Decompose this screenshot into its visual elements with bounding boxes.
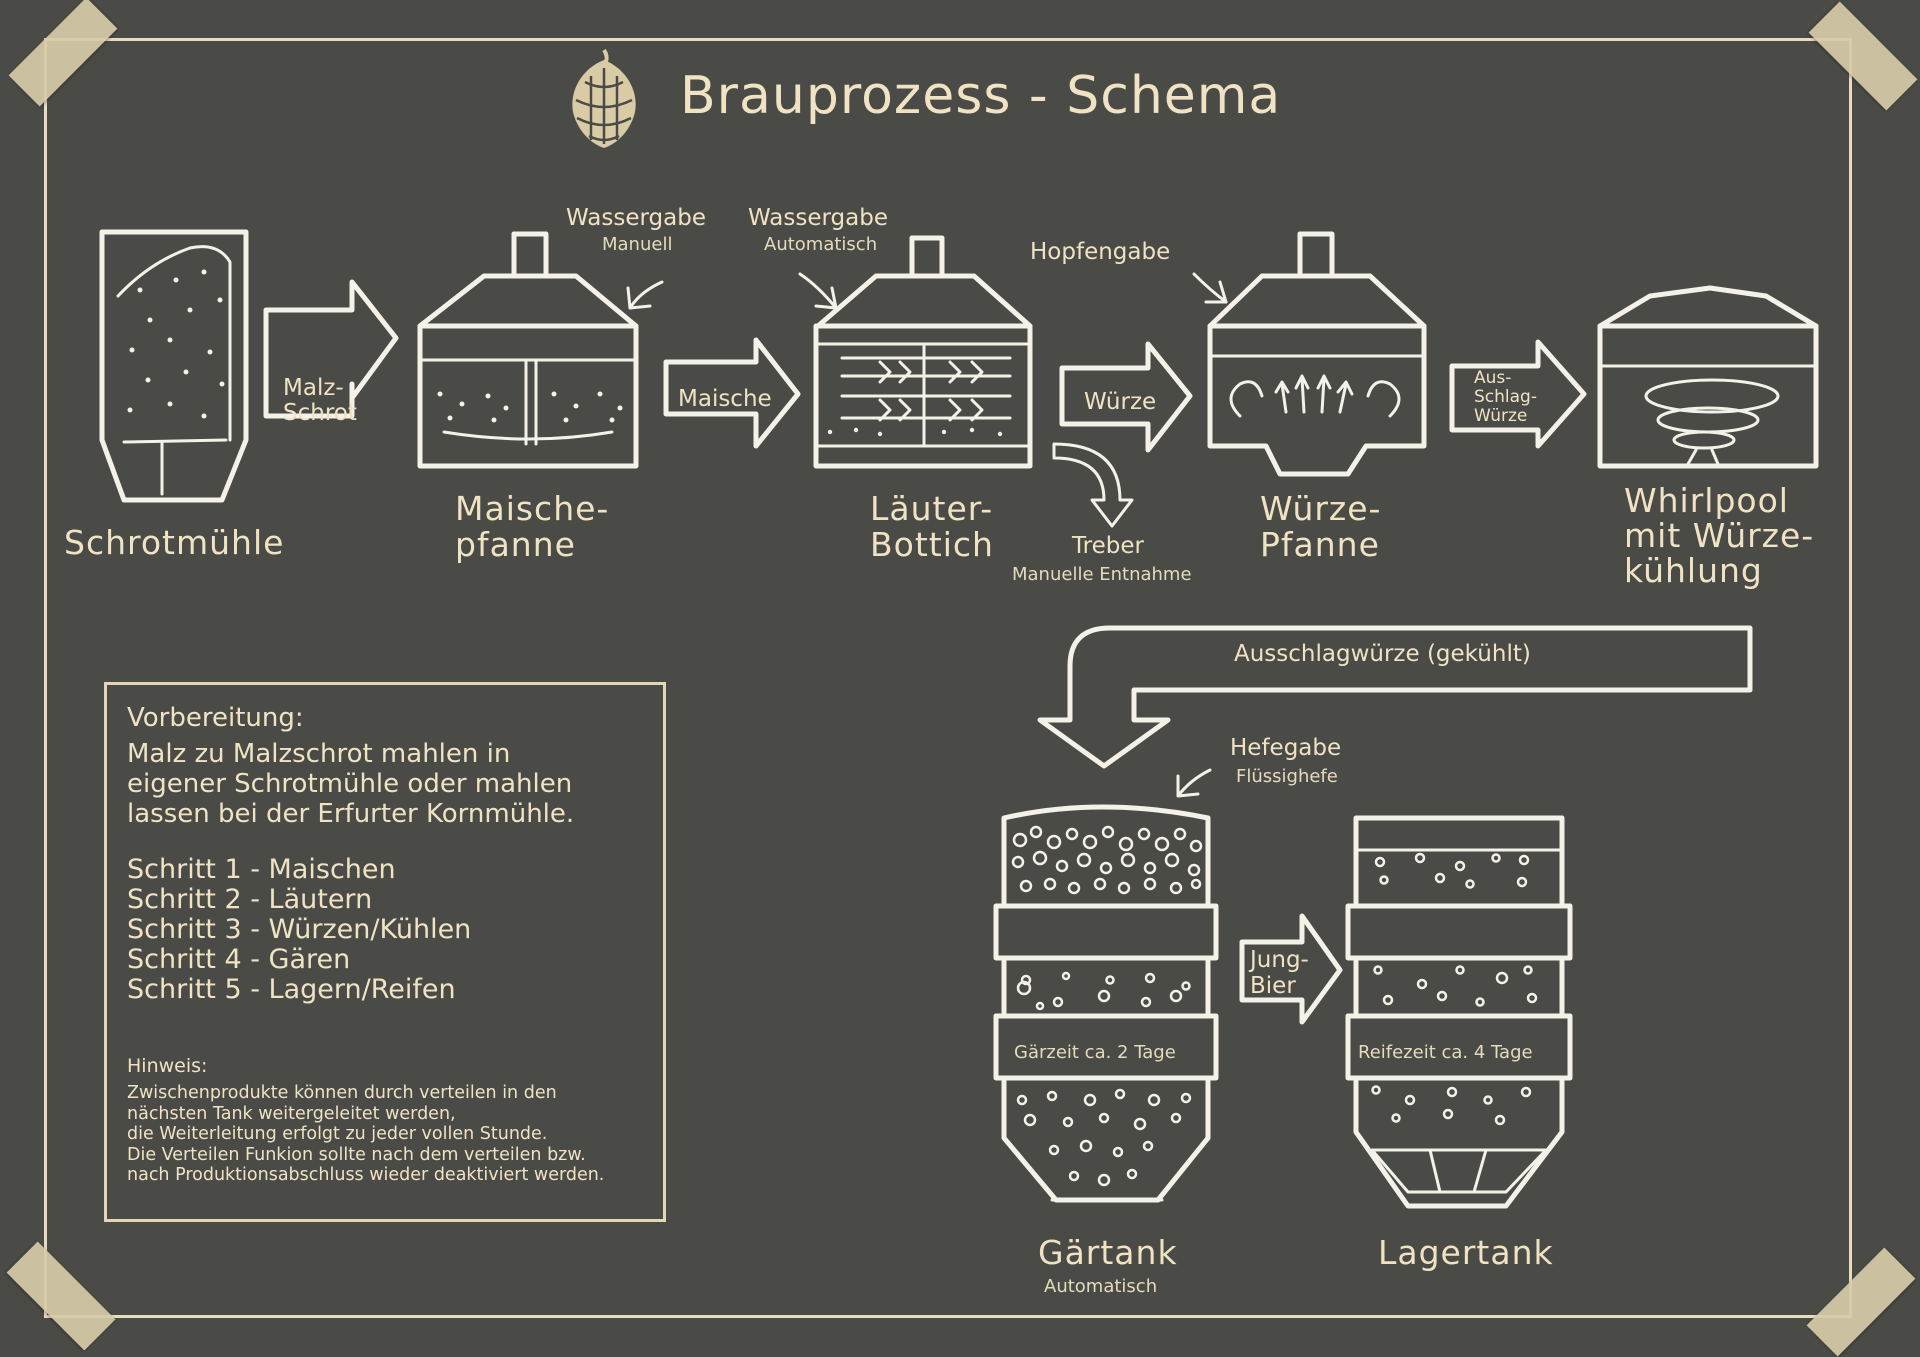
arrow-maische — [663, 337, 801, 449]
step-2: Schritt 2 - Läutern — [127, 884, 373, 915]
arrow-ausschlagwuerze-gekuehlt — [1037, 625, 1753, 769]
arrow-label-schlag: Schlag- — [1474, 387, 1537, 407]
annot-wassergabe-auto: Wassergabe — [748, 205, 888, 231]
step-5: Schritt 5 - Lagern/Reifen — [127, 974, 456, 1005]
arrow-hefegabe — [1176, 768, 1212, 798]
annot-wassergabe-manuell-sub: Manuell — [602, 234, 673, 255]
note-heading: Hinweis: — [127, 1055, 208, 1077]
laeuterbottich-sketch — [813, 235, 1033, 469]
annot-reifezeit: Reifezeit ca. 4 Tage — [1358, 1042, 1533, 1063]
page-title: Brauprozess - Schema — [680, 66, 1282, 126]
note-line-3: die Weiterleitung erfolgt zu jeder volle… — [127, 1124, 548, 1144]
preparation-box: Vorbereitung: Malz zu Malzschrot mahlen … — [104, 682, 666, 1222]
arrow-label-malz: Malz- — [283, 375, 344, 401]
gaertank-sketch — [993, 804, 1219, 1203]
lagertank-sketch — [1345, 815, 1573, 1209]
arrow-treber — [1052, 442, 1134, 528]
label-whirlpool-3: kühlung — [1624, 551, 1763, 590]
note-line-4: Die Verteilen Funkion sollte nach dem ve… — [127, 1144, 586, 1165]
wuerzepfanne-sketch — [1207, 231, 1427, 477]
annot-treber-sub: Manuelle Entnahme — [1012, 564, 1192, 585]
hop-cone-icon — [572, 48, 636, 148]
arrow-ausschlag — [1449, 339, 1587, 449]
schrotmuehle-sketch — [99, 229, 249, 503]
note-line-2: nächsten Tank weitergeleitet werden, — [127, 1103, 456, 1124]
prep-text-1: Malz zu Malzschrot mahlen in — [127, 739, 511, 769]
whirlpool-sketch — [1597, 285, 1819, 469]
label-maischepfanne-2: pfanne — [455, 525, 576, 564]
label-gaertank: Gärtank — [1038, 1233, 1178, 1272]
label-maischepfanne-1: Maische- — [455, 489, 610, 528]
arrow-label-bier: Bier — [1250, 973, 1296, 999]
arrow-wassergabe-auto — [798, 272, 838, 310]
prep-text-3: lassen bei der Erfurter Kornmühle. — [127, 799, 575, 829]
label-laeuter-2: Bottich — [870, 525, 994, 564]
label-whirlpool-1: Whirlpool — [1624, 481, 1789, 520]
label-wuerzepfanne-2: Pfanne — [1260, 525, 1380, 564]
label-lagertank: Lagertank — [1378, 1233, 1554, 1272]
arrow-label-jung: Jung- — [1250, 947, 1309, 973]
annot-hopfengabe: Hopfengabe — [1030, 239, 1171, 265]
arrow-wassergabe-manuell — [626, 280, 664, 310]
maischepfanne-sketch — [417, 231, 639, 469]
arrow-label-aus: Aus- — [1474, 368, 1512, 388]
step-1: Schritt 1 - Maischen — [127, 854, 396, 885]
label-schrotmuehle: Schrotmühle — [64, 523, 285, 562]
prep-heading: Vorbereitung: — [127, 703, 304, 733]
arrow-malzschrot — [263, 279, 399, 419]
label-wuerzepfanne-1: Würze- — [1260, 489, 1382, 528]
step-4: Schritt 4 - Gären — [127, 944, 351, 975]
arrow-label-gekuehlt: Ausschlagwürze (gekühlt) — [1234, 641, 1531, 667]
label-laeuter-1: Läuter- — [870, 489, 994, 528]
annot-hefegabe-sub: Flüssighefe — [1236, 766, 1338, 787]
label-gaertank-sub: Automatisch — [1044, 1276, 1158, 1297]
arrow-jungbier — [1239, 913, 1343, 1025]
annot-gaerzeit: Gärzeit ca. 2 Tage — [1014, 1042, 1176, 1063]
arrow-label-schrot: Schrot — [283, 400, 357, 426]
label-whirlpool-2: mit Würze- — [1624, 516, 1815, 555]
prep-text-2: eigener Schrotmühle oder mahlen — [127, 769, 573, 799]
note-line-5: nach Produktionsabschluss wieder deaktiv… — [127, 1165, 605, 1185]
annot-wassergabe-manuell: Wassergabe — [566, 205, 706, 231]
annot-wassergabe-auto-sub: Automatisch — [764, 234, 878, 255]
arrow-wuerze — [1059, 341, 1193, 453]
arrow-label-maische: Maische — [678, 386, 772, 412]
arrow-label-wuerze: Würze — [1084, 389, 1157, 415]
arrow-hopfengabe — [1192, 272, 1228, 304]
board-frame — [44, 38, 1852, 1318]
annot-hefegabe: Hefegabe — [1230, 735, 1342, 761]
step-3: Schritt 3 - Würzen/Kühlen — [127, 914, 472, 945]
arrow-label-ausschlag-wuerze: Würze — [1474, 406, 1528, 426]
annot-treber: Treber — [1072, 533, 1144, 559]
note-line-1: Zwischenprodukte können durch verteilen … — [127, 1083, 557, 1103]
